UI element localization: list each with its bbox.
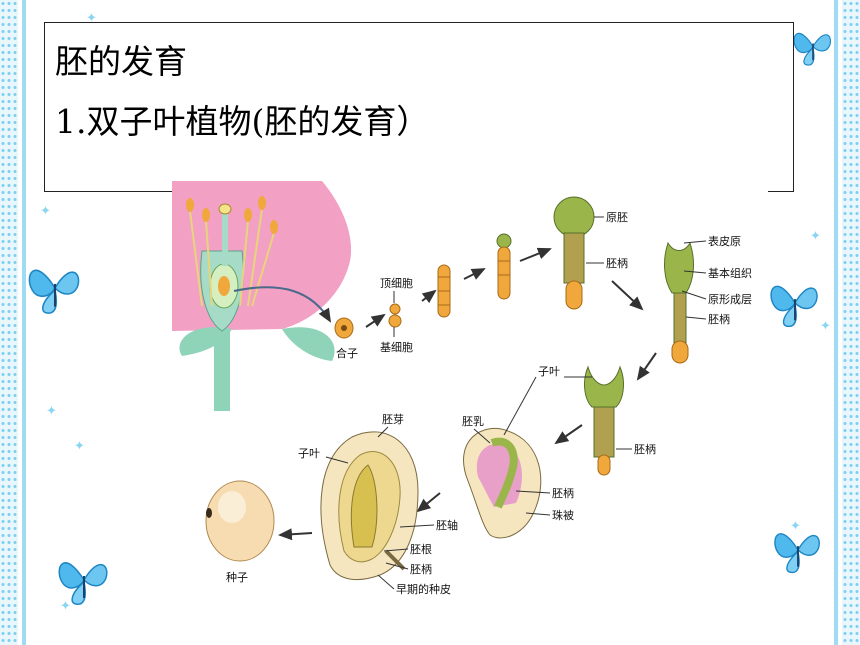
label-suspensor-4: 胚柄 bbox=[552, 487, 574, 500]
label-zygote: 合子 bbox=[336, 346, 358, 360]
seed-illustration bbox=[205, 480, 275, 562]
sparkle-icon: ✦ bbox=[40, 204, 51, 219]
sparkle-icon: ✦ bbox=[86, 11, 97, 26]
heart-stage-embryo bbox=[664, 241, 694, 364]
label-suspensor-3: 胚柄 bbox=[634, 443, 656, 456]
label-suspensor-1: 胚柄 bbox=[606, 257, 628, 270]
sparkle-icon: ✦ bbox=[790, 519, 801, 534]
label-hypocotyl: 胚轴 bbox=[436, 518, 458, 532]
label-suspensor-5: 胚柄 bbox=[410, 563, 432, 576]
sparkle-icon: ✦ bbox=[820, 319, 831, 334]
label-proembryo: 原胚 bbox=[606, 211, 628, 224]
label-procambium: 原形成层 bbox=[708, 293, 752, 306]
butterfly-icon bbox=[28, 269, 80, 314]
label-radicle: 胚根 bbox=[410, 542, 432, 556]
label-cotyledon-1: 子叶 bbox=[538, 365, 560, 378]
sparkle-icon: ✦ bbox=[810, 229, 821, 244]
label-ground-meristem: 基本组织 bbox=[708, 266, 752, 280]
label-protoderm: 表皮原 bbox=[708, 234, 741, 248]
title-box: 胚的发育 1.双子叶植物(胚的发育） bbox=[44, 22, 794, 192]
butterfly-icon bbox=[770, 285, 818, 327]
label-endosperm: 胚乳 bbox=[462, 415, 484, 428]
slide-title: 胚的发育 bbox=[55, 42, 187, 81]
ovule-with-embryo bbox=[463, 427, 542, 539]
label-suspensor-2: 胚柄 bbox=[708, 313, 730, 326]
multicell-embryo-stage bbox=[496, 233, 512, 300]
label-apical-cell: 顶细胞 bbox=[380, 277, 413, 290]
flower-illustration bbox=[172, 181, 352, 411]
proembryo-stage bbox=[553, 196, 595, 310]
label-early-seed-coat: 早期的种皮 bbox=[396, 582, 451, 596]
sparkle-icon: ✦ bbox=[60, 599, 71, 614]
embryo-development-diagram: 原胚 胚柄 表皮原 基本组织 原形成层 胚柄 bbox=[172, 181, 768, 601]
right-dotted-border bbox=[842, 0, 860, 645]
label-integument: 珠被 bbox=[552, 508, 574, 522]
label-basal-cell: 基细胞 bbox=[380, 341, 413, 354]
left-dotted-border bbox=[0, 0, 18, 645]
two-cell-stage bbox=[388, 303, 402, 328]
right-border-strip bbox=[834, 0, 838, 645]
slide-subtitle: 1.双子叶植物(胚的发育） bbox=[55, 102, 430, 141]
label-plumule: 胚芽 bbox=[382, 412, 404, 426]
sparkle-icon: ✦ bbox=[46, 404, 57, 419]
torpedo-stage-embryo bbox=[584, 365, 624, 476]
butterfly-icon bbox=[774, 533, 820, 574]
butterfly-icon bbox=[58, 562, 108, 605]
butterfly-icon bbox=[793, 32, 832, 66]
left-border-strip bbox=[22, 0, 26, 645]
label-seed: 种子 bbox=[226, 570, 248, 584]
mature-embryo-seed bbox=[320, 431, 419, 581]
early-embryo-stage bbox=[437, 264, 451, 318]
label-cotyledon-2: 子叶 bbox=[298, 447, 320, 460]
sparkle-icon: ✦ bbox=[74, 439, 85, 454]
